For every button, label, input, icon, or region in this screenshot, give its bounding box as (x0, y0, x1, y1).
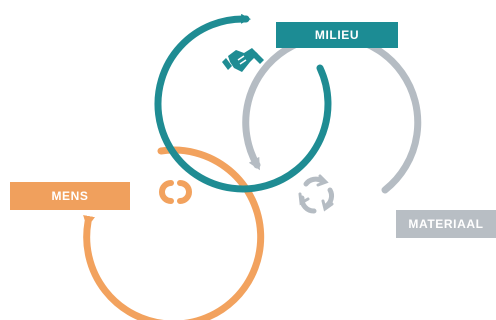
materiaal-label-text: MATERIAAL (408, 217, 484, 231)
materiaal-cycle-arc (242, 33, 422, 194)
handshake-icon (222, 48, 264, 72)
mens-label-text: MENS (51, 189, 89, 203)
mens-cycle-arc (83, 146, 265, 320)
materiaal-label: MATERIAAL (396, 210, 496, 238)
recycle-arrows-icon (298, 174, 335, 214)
milieu-label-text: MILIEU (314, 28, 360, 42)
milieu-label: MILIEU (276, 22, 398, 48)
chain-link-icon (159, 180, 192, 204)
mens-label: MENS (10, 182, 130, 210)
milieu-cycle-arc (154, 13, 332, 193)
